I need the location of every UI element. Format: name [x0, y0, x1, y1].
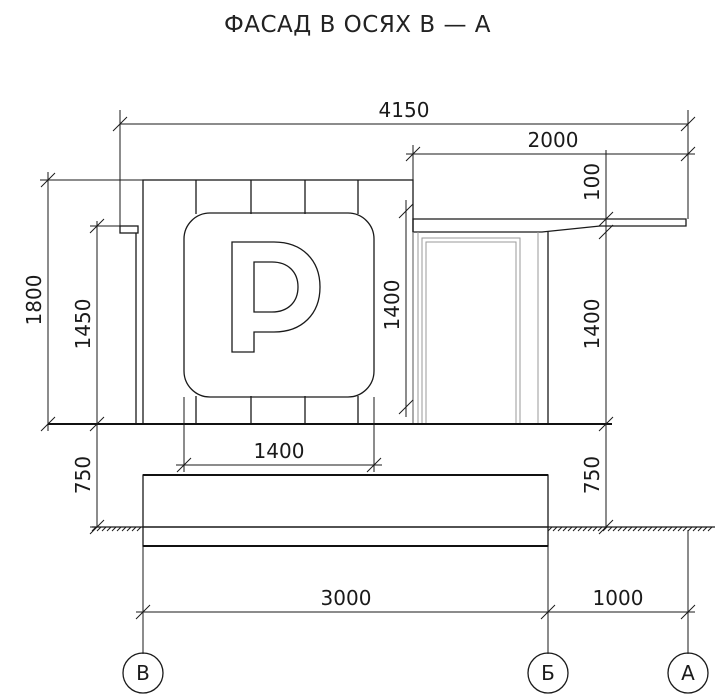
- dim-overall-width: 4150: [379, 98, 430, 122]
- dim-wall-height-right: 1400: [580, 299, 604, 350]
- dim-canopy-height: 100: [580, 163, 604, 201]
- canopy: [412, 218, 687, 233]
- dimension-lines: [40, 110, 696, 654]
- plinth: [142, 474, 549, 528]
- sign-panel: [183, 212, 375, 398]
- dim-base-height-left: 750: [71, 456, 95, 494]
- axis-marker-b: [527, 652, 569, 694]
- dim-sign-width: 1400: [254, 439, 305, 463]
- axis-marker-v: [122, 652, 164, 694]
- dim-canopy-width: 2000: [528, 128, 579, 152]
- left-ledge: [119, 225, 139, 234]
- dim-total-height: 1800: [22, 275, 46, 326]
- dim-door-height: 1400: [380, 280, 404, 331]
- dim-axis-span-vb: 3000: [321, 586, 372, 610]
- axis-label-a: А: [681, 661, 695, 685]
- dim-base-height-right: 750: [580, 456, 604, 494]
- canopy-section: [412, 218, 687, 425]
- p-letter-icon: [231, 241, 321, 353]
- axis-markers: В Б А: [122, 652, 709, 694]
- parking-sign: P: [183, 212, 375, 398]
- foundation: [142, 526, 549, 547]
- base: [48, 423, 612, 547]
- drawing-title: ФАСАД В ОСЯХ В — А: [223, 12, 492, 38]
- axis-label-b: Б: [541, 661, 555, 685]
- dim-wall-height-left: 1450: [71, 299, 95, 350]
- axis-marker-a: [667, 652, 709, 694]
- dimension-labels: 4150 2000 100 1800 1450 1400 1400 750 75…: [22, 98, 643, 610]
- dim-axis-span-ba: 1000: [593, 586, 644, 610]
- building-body: [119, 179, 414, 425]
- axis-label-v: В: [136, 661, 150, 685]
- door: [421, 237, 521, 425]
